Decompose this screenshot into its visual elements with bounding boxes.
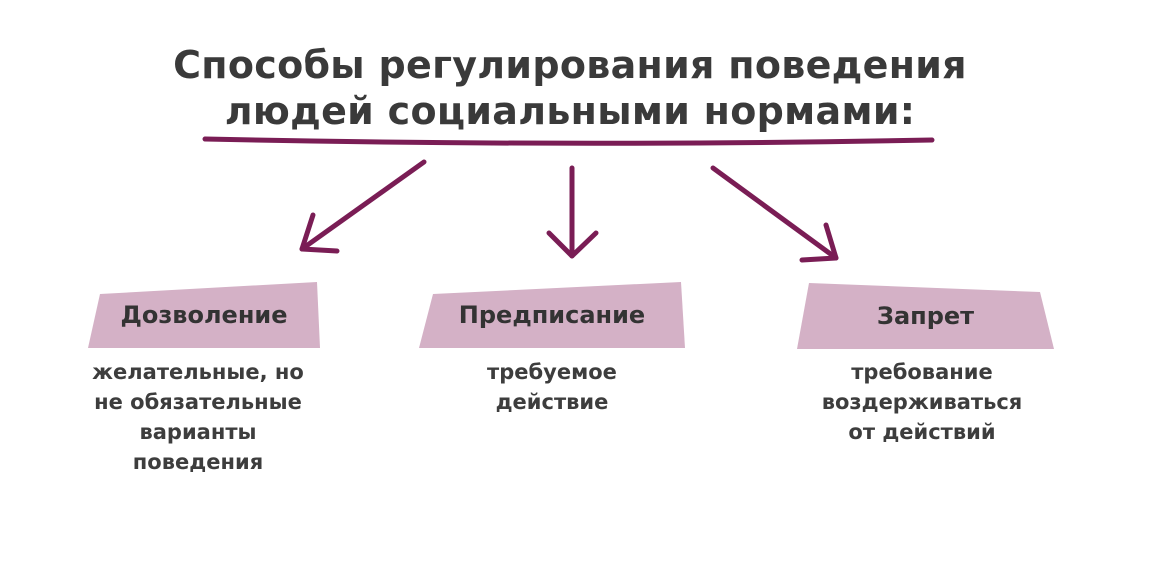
arrow-right <box>710 165 839 263</box>
description-zapret: требование воздерживаться от действий <box>792 357 1052 447</box>
description-line: варианты <box>139 420 257 444</box>
description-line: воздерживаться <box>821 390 1023 414</box>
diagram-title: Способы регулирования поведения людей со… <box>0 42 1140 134</box>
description-line: требуемое <box>487 360 617 384</box>
box-zapret: Запрет <box>797 283 1054 349</box>
box-predpisanie: Предписание <box>419 282 685 348</box>
box-shape <box>88 282 320 348</box>
description-line: действие <box>495 390 609 414</box>
arrow-left <box>299 159 427 254</box>
description-dozvolenie: желательные, но не обязательные варианты… <box>70 357 326 477</box>
box-shape <box>797 283 1054 349</box>
box-shape <box>419 282 685 348</box>
description-line: поведения <box>132 450 264 474</box>
box-label: Запрет <box>876 302 975 330</box>
description-line: желательные, но <box>92 360 304 384</box>
title-line-1: Способы регулирования поведения <box>173 43 967 87</box>
title-underline <box>202 136 935 146</box>
box-label: Дозволение <box>120 301 288 329</box>
description-predpisanie: требуемое действие <box>440 357 664 417</box>
description-line: не обязательные <box>94 390 302 414</box>
title-line-2: людей социальными нормами: <box>224 89 916 133</box>
arrow-center <box>546 165 599 259</box>
box-dozvolenie: Дозволение <box>88 282 320 348</box>
box-label: Предписание <box>458 301 646 329</box>
description-line: требование <box>851 360 993 384</box>
description-line: от действий <box>848 420 996 444</box>
